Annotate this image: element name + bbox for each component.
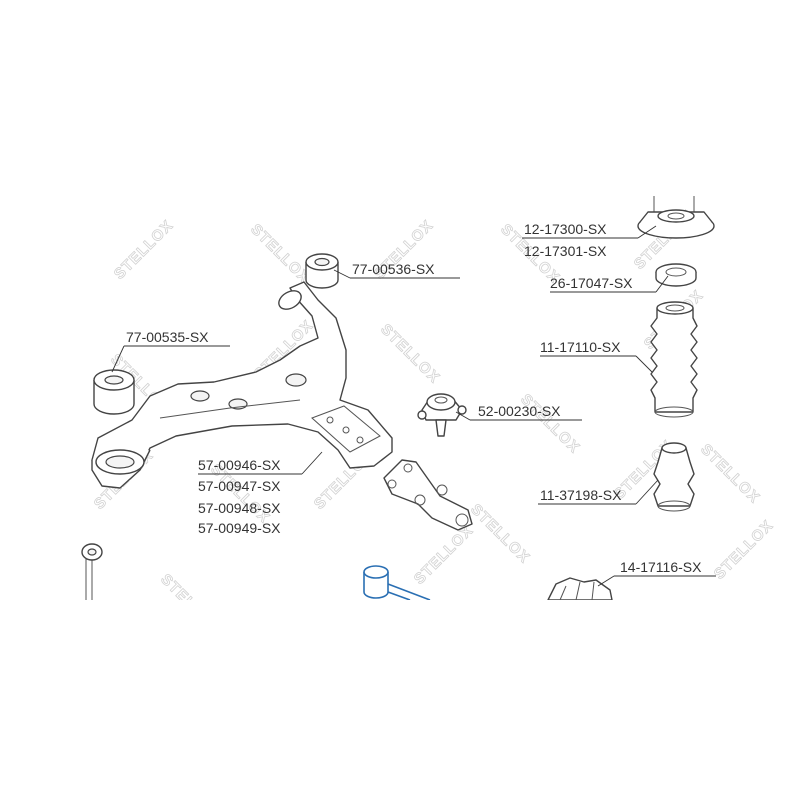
watermark: STELLOX <box>377 321 443 387</box>
watermark: STELLOX <box>467 501 533 567</box>
watermark: STELLOX <box>247 221 313 287</box>
part-number-label: 57-00947-SX <box>198 478 281 494</box>
cv-boot-illustration <box>547 577 613 601</box>
dust-boot-illustration <box>650 301 698 418</box>
watermark: STELLOX <box>411 522 477 588</box>
part-number-label: 57-00949-SX <box>198 520 281 536</box>
part-number-label: 77-00535-SX <box>126 329 209 345</box>
watermark: STELLOX <box>111 217 177 283</box>
watermark: STELLOX <box>711 517 777 583</box>
leader-lines <box>111 225 716 587</box>
part-number-label: 11-17110-SX <box>540 339 621 355</box>
bushing-upper-illustration <box>305 253 339 289</box>
part-number-label: 12-17301-SX <box>524 243 607 259</box>
bottom-blank-area <box>0 600 800 800</box>
strut-mount-illustration <box>637 196 715 239</box>
stabilizer-link-illustration <box>81 543 103 600</box>
part-number-label: 57-00946-SX <box>198 457 281 473</box>
part-number-label: 14-17116-SX <box>620 559 702 575</box>
link-plate-illustration <box>383 459 473 531</box>
part-number-label: 12-17300-SX <box>524 221 607 237</box>
part-number-label: 77-00536-SX <box>352 261 435 277</box>
part-labels: 12-17300-SX 12-17301-SX 26-17047-SX 77-0… <box>126 221 702 575</box>
bearing-illustration <box>655 263 697 287</box>
bump-stop-illustration <box>653 442 695 512</box>
bushing-left-illustration <box>93 369 135 415</box>
part-number-label: 57-00948-SX <box>198 500 281 516</box>
part-number-label: 26-17047-SX <box>550 275 633 291</box>
control-arm-illustration <box>91 281 393 489</box>
watermark: STELLOX <box>517 391 583 457</box>
tie-rod-illustration <box>363 565 431 601</box>
watermark: STELLOX <box>697 441 763 507</box>
ball-joint-illustration <box>417 393 467 437</box>
top-blank-area <box>0 0 800 196</box>
part-number-label: 11-37198-SX <box>540 487 622 503</box>
part-number-label: 52-00230-SX <box>478 403 561 419</box>
